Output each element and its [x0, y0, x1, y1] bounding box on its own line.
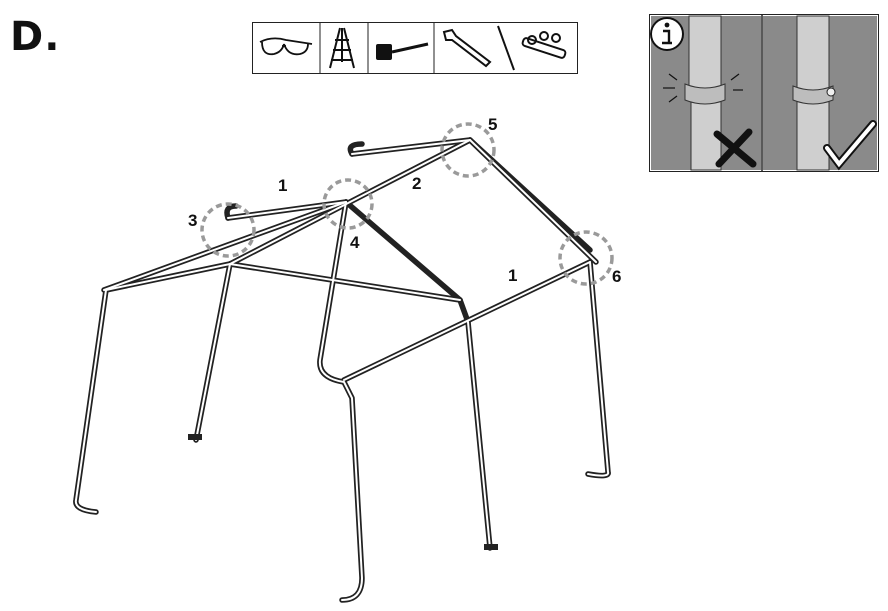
- callout-6: 6: [612, 267, 621, 286]
- ladder-icon: [329, 27, 355, 69]
- mallet-icon: [376, 42, 429, 60]
- wrong-assembly-photo: [663, 15, 757, 171]
- callout-3: 3: [188, 211, 197, 230]
- callout-ring-6: [558, 230, 614, 286]
- callout-1-upper: 1: [278, 176, 287, 195]
- callout-2: 2: [412, 174, 421, 193]
- tools-strip: [252, 22, 578, 74]
- callout-5: 5: [488, 115, 497, 134]
- correct-assembly-photo: [792, 15, 877, 171]
- wrench-and-socket-icon: [442, 25, 567, 71]
- callout-4: 4: [350, 233, 360, 252]
- safety-glasses-icon: [259, 37, 313, 56]
- callout-ring-5: [440, 122, 496, 178]
- callout-ring-3: [200, 202, 256, 258]
- step-label: D.: [10, 14, 61, 60]
- info-icon: [650, 17, 684, 51]
- callout-ring-4: [322, 178, 374, 230]
- check-mark-icon: [823, 120, 877, 171]
- info-panel: [649, 14, 879, 172]
- callout-1-lower: 1: [508, 266, 517, 285]
- cross-mark-icon: [713, 128, 757, 168]
